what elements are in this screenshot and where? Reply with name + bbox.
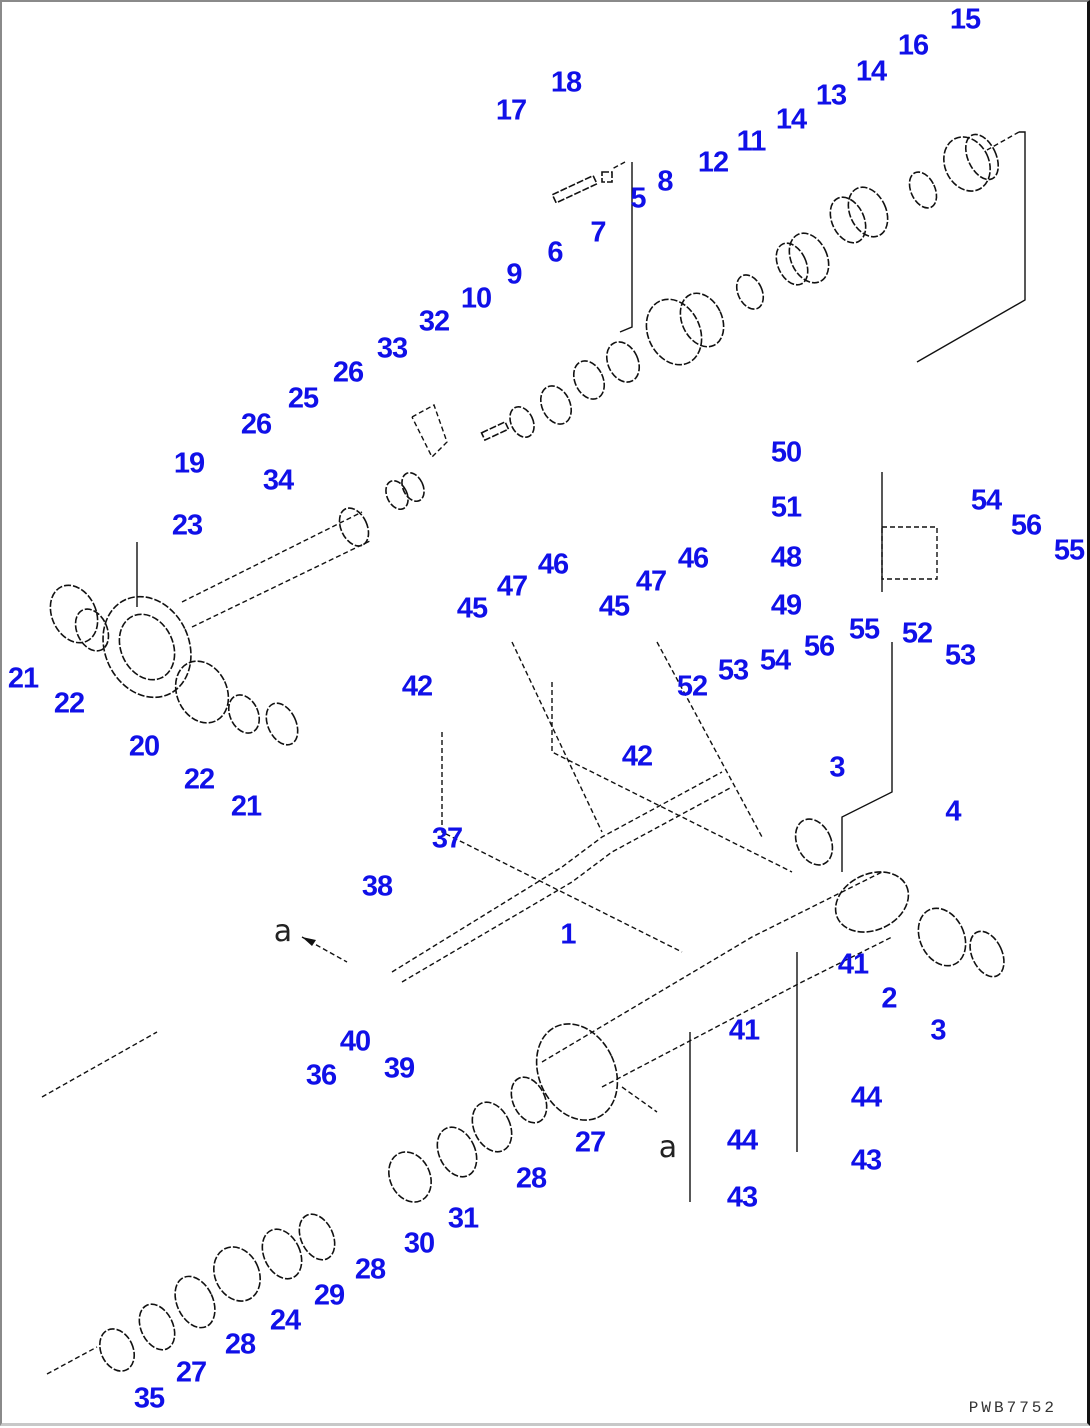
part-number-label: 51 [770, 491, 802, 524]
part-number-label: 18 [550, 66, 582, 99]
part-number-label: 36 [305, 1059, 337, 1092]
part-number-label: 56 [803, 630, 835, 663]
part-number-label: 39 [383, 1052, 415, 1085]
part-number-label: 47 [635, 565, 667, 598]
part-number-label: 53 [944, 639, 976, 672]
part-number-label: 25 [287, 382, 319, 415]
part-number-label: 26 [240, 408, 272, 441]
part-number-label: 6 [547, 236, 563, 269]
part-number-label: 44 [726, 1124, 758, 1157]
part-number-label: 4 [945, 795, 961, 828]
part-number-label: 9 [506, 258, 522, 291]
part-number-label: 55 [848, 613, 880, 646]
part-number-label: 43 [850, 1144, 882, 1177]
part-number-label: 49 [770, 589, 802, 622]
part-number-label: 2 [881, 982, 897, 1015]
part-number-label: 26 [332, 356, 364, 389]
part-number-label: 56 [1010, 509, 1042, 542]
part-number-label: 14 [855, 55, 887, 88]
part-number-label: 37 [431, 822, 463, 855]
top-row-parts [385, 133, 1000, 511]
part-number-label: 21 [7, 662, 39, 695]
part-number-label: 21 [230, 790, 262, 823]
part-number-label: 14 [775, 103, 807, 136]
part-number-label: 27 [175, 1356, 207, 1389]
bottom-row-parts [41, 952, 798, 1375]
part-number-label: 35 [133, 1382, 165, 1415]
part-number-label: 24 [269, 1304, 301, 1337]
part-number-label: 1 [560, 918, 576, 951]
hydraulic-pipes [391, 472, 938, 983]
part-number-label: 52 [676, 670, 708, 703]
part-number-label: 44 [850, 1081, 882, 1114]
part-number-label: 42 [401, 670, 433, 703]
part-number-label: 22 [183, 763, 215, 796]
part-number-label: 28 [515, 1162, 547, 1195]
part-number-label: 17 [495, 94, 527, 127]
part-number-label: 28 [224, 1328, 256, 1361]
part-number-label: 54 [970, 484, 1002, 517]
part-number-label: 3 [930, 1014, 946, 1047]
part-number-label: 5 [630, 182, 646, 215]
part-number-label: 46 [537, 548, 569, 581]
part-number-label: 12 [697, 146, 729, 179]
part-number-label: 40 [339, 1025, 371, 1058]
part-number-label: 48 [770, 541, 802, 574]
part-number-label: 27 [574, 1126, 606, 1159]
part-number-label: 38 [361, 870, 393, 903]
part-number-label: 16 [897, 29, 929, 62]
drawing-code: PWB7752 [968, 1399, 1057, 1417]
view-marker-label: a [273, 914, 293, 949]
part-number-label: 45 [598, 590, 630, 623]
part-number-label: 29 [313, 1279, 345, 1312]
part-number-label: 8 [657, 165, 673, 198]
view-arrows [301, 936, 658, 1113]
part-number-label: 41 [837, 948, 869, 981]
part-number-label: 53 [717, 654, 749, 687]
part-number-label: 30 [403, 1227, 435, 1260]
part-number-label: 46 [677, 542, 709, 575]
part-number-label: 11 [736, 125, 767, 158]
part-number-label: 15 [949, 3, 981, 36]
part-number-label: 22 [53, 687, 85, 720]
part-number-label: 50 [770, 436, 802, 469]
part-number-label: 47 [496, 570, 528, 603]
part-number-label: 32 [418, 305, 450, 338]
part-number-label: 43 [726, 1181, 758, 1214]
part-number-label: 23 [171, 509, 203, 542]
top-assembly-bracket [611, 131, 1026, 363]
part-number-label: 52 [901, 617, 933, 650]
part-number-label: 28 [354, 1253, 386, 1286]
part-number-label: 19 [173, 447, 205, 480]
view-marker-label: a [658, 1130, 678, 1165]
part-number-label: 7 [590, 216, 606, 249]
part-number-label: 20 [128, 730, 160, 763]
cylinder-tube [535, 818, 1005, 1121]
part-number-label: 42 [621, 740, 653, 773]
part-number-label: 45 [456, 592, 488, 625]
piston-rod [49, 507, 373, 746]
part-number-label: 3 [829, 751, 845, 784]
part-number-label: 31 [447, 1202, 479, 1235]
part-number-label: 34 [262, 464, 294, 497]
part-number-label: 33 [376, 332, 408, 365]
part-number-label: 13 [815, 79, 847, 112]
part-number-label: 54 [759, 644, 791, 677]
part-number-label: 55 [1053, 534, 1085, 567]
part-number-label: 41 [728, 1014, 760, 1047]
part-number-label: 10 [460, 282, 492, 315]
